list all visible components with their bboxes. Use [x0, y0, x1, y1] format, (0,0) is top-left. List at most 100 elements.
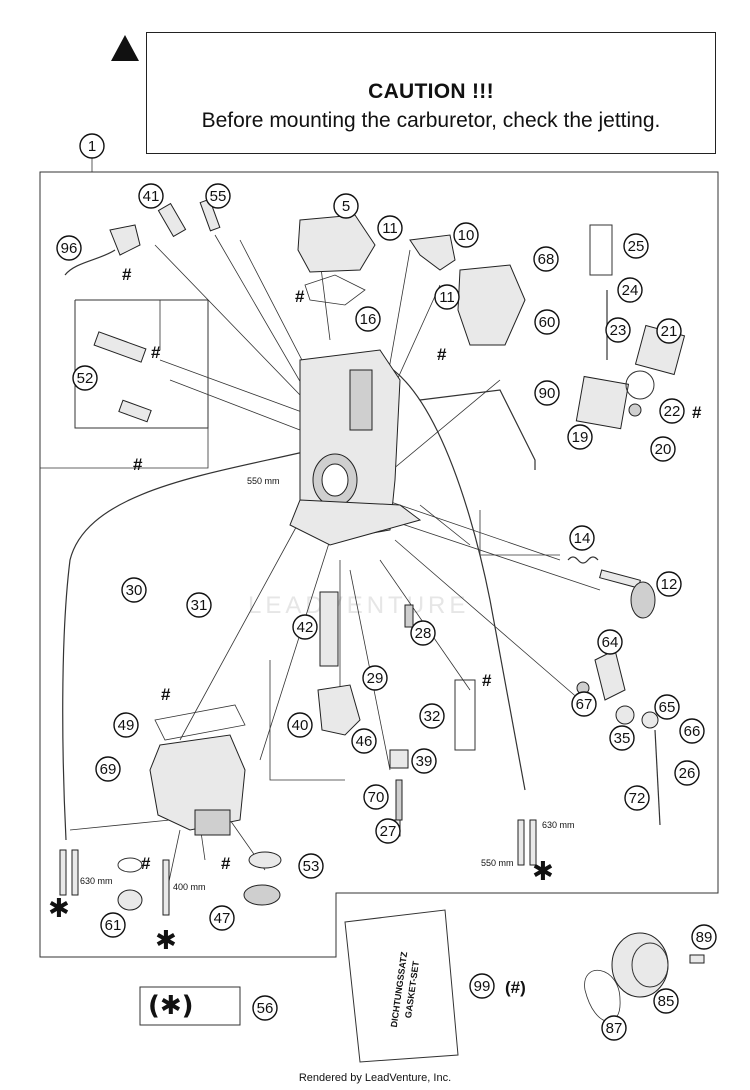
- bracket: [409, 234, 456, 271]
- gasket-set-bag: DICHTUNGSSATZ GASKET-SET: [344, 909, 459, 1063]
- star-kit-box: [139, 986, 241, 1026]
- callout-label: 61: [105, 917, 122, 934]
- callout-96: 96: [56, 235, 82, 261]
- callout-label: 52: [77, 370, 94, 387]
- plug-61: [117, 889, 143, 911]
- callout-label: 29: [367, 670, 384, 687]
- callout-39: 39: [411, 748, 437, 774]
- callout-label: 41: [143, 188, 160, 205]
- callout-11: 11: [377, 215, 403, 241]
- callout-1: 1: [79, 133, 105, 159]
- jet-set-box: [589, 224, 613, 276]
- callout-72: 72: [624, 785, 650, 811]
- svg-text:#: #: [122, 265, 132, 284]
- callout-21: 21: [656, 318, 682, 344]
- callout-label: 70: [368, 789, 385, 806]
- caution-text: Before mounting the carburetor, check th…: [201, 109, 661, 132]
- callout-label: 67: [576, 696, 593, 713]
- callout-23: 23: [605, 317, 631, 343]
- callout-25: 25: [623, 233, 649, 259]
- accelerator-pump-parts: [74, 299, 209, 429]
- footer-credit: Rendered by LeadVenture, Inc.: [298, 1072, 452, 1084]
- callout-24: 24: [617, 277, 643, 303]
- leader-lines: [40, 234, 601, 901]
- callout-label: 49: [118, 717, 135, 734]
- callout-label: 60: [539, 314, 556, 331]
- callout-label: 68: [538, 251, 555, 268]
- caution-box: CAUTION !!! Before mounting the carburet…: [146, 32, 716, 154]
- callout-64: 64: [597, 629, 623, 655]
- lever-64: [594, 649, 626, 701]
- callout-label: 11: [382, 220, 398, 237]
- assembly-frame: [39, 171, 719, 958]
- tps-cover: [457, 264, 526, 346]
- part-53: [248, 851, 282, 869]
- gasket-markers: # # # # # # # # # # (#): [122, 265, 702, 997]
- callout-label: 35: [614, 730, 631, 747]
- callout-30: 30: [121, 577, 147, 603]
- callout-20: 20: [650, 436, 676, 462]
- svg-text:#: #: [161, 685, 171, 704]
- callout-49: 49: [113, 712, 139, 738]
- dim-550-right: 550 mm: [481, 858, 514, 868]
- callout-label: 31: [191, 597, 208, 614]
- callout-label: 23: [610, 322, 627, 339]
- callout-52: 52: [72, 365, 98, 391]
- callout-label: 22: [664, 403, 681, 420]
- callout-label: 56: [257, 1000, 274, 1017]
- callout-41: 41: [138, 183, 164, 209]
- callout-85: 85: [653, 988, 679, 1014]
- callout-label: 53: [303, 858, 320, 875]
- star-kit-label: (✱): [148, 991, 194, 1021]
- callout-40: 40: [287, 712, 313, 738]
- callout-label: 72: [629, 790, 646, 807]
- adjust-screws: [157, 198, 221, 238]
- callout-99: 99: [469, 973, 495, 999]
- callout-10: 10: [453, 222, 479, 248]
- callout-label: 47: [214, 910, 231, 927]
- callout-68: 68: [533, 246, 559, 272]
- callout-90: 90: [534, 380, 560, 406]
- callout-19: 19: [567, 424, 593, 450]
- callout-label: 96: [61, 240, 78, 257]
- dim-630-right: 630 mm: [542, 820, 575, 830]
- jet-35: [389, 749, 409, 769]
- callout-29: 29: [362, 665, 388, 691]
- callout-label: 89: [696, 929, 713, 946]
- callout-87: 87: [601, 1015, 627, 1041]
- callout-label: 40: [292, 717, 309, 734]
- callout-61: 61: [100, 912, 126, 938]
- callout-66: 66: [679, 718, 705, 744]
- callout-label: 10: [458, 227, 475, 244]
- intake-85: [611, 932, 669, 998]
- spring-14: [567, 556, 599, 564]
- callout-label: 99: [474, 978, 491, 995]
- callout-16: 16: [355, 306, 381, 332]
- callout-26: 26: [674, 760, 700, 786]
- callout-label: 87: [606, 1020, 623, 1037]
- svg-text:#: #: [151, 343, 161, 362]
- dim-630-left: 630 mm: [80, 876, 113, 886]
- slide-39: [317, 684, 361, 736]
- svg-text:#: #: [295, 287, 305, 306]
- callout-32: 32: [419, 703, 445, 729]
- pump-cover: [575, 375, 630, 430]
- callout-70: 70: [363, 784, 389, 810]
- callout-11: 11: [434, 284, 460, 310]
- callout-65: 65: [654, 694, 680, 720]
- throttle-wheel: [630, 581, 656, 619]
- callout-label: 14: [574, 530, 591, 547]
- callout-label: 5: [342, 198, 350, 215]
- jet-box-32: [454, 679, 476, 751]
- callout-label: 32: [424, 708, 441, 725]
- callout-12: 12: [656, 571, 682, 597]
- svg-text:✱: ✱: [48, 894, 70, 924]
- callout-label: 28: [415, 625, 432, 642]
- watermark: LEADVENTURE: [248, 592, 470, 619]
- callout-60: 60: [534, 309, 560, 335]
- o-ring-87: [584, 969, 621, 1022]
- callout-31: 31: [186, 592, 212, 618]
- callout-label: 85: [658, 993, 675, 1010]
